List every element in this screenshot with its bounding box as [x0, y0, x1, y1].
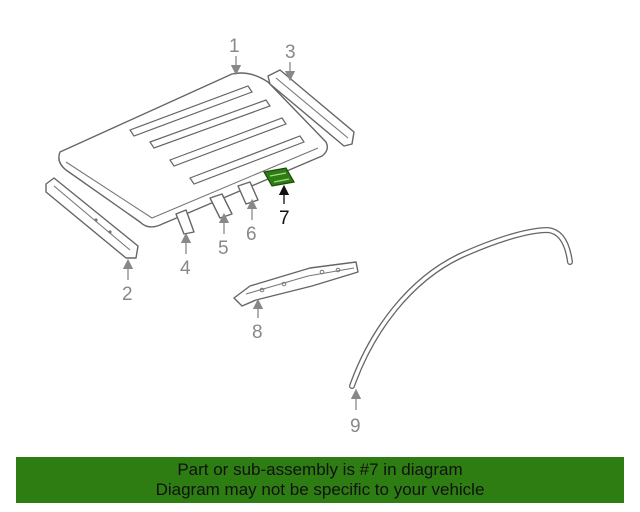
parts-diagram: 1 3 2 4 5 6 7 8 9 [45, 36, 573, 437]
weatherstrip [349, 226, 573, 389]
callout-8: 8 [252, 322, 263, 343]
callout-6: 6 [246, 224, 257, 245]
banner-line-disclaimer: Diagram may not be specific to your vehi… [155, 480, 485, 499]
callout-3: 3 [285, 42, 296, 63]
roof-panel [58, 72, 329, 228]
part-info-banner: Part or sub-assembly is #7 in diagram Di… [16, 457, 624, 503]
roof-bow-5 [209, 193, 233, 219]
reinforcement-bracket [233, 261, 359, 307]
callout-4: 4 [180, 258, 191, 279]
callout-2: 2 [122, 284, 133, 305]
callout-1: 1 [229, 36, 240, 57]
roof-bow-6 [237, 181, 259, 205]
callout-9: 9 [350, 416, 361, 437]
callout-5: 5 [218, 238, 229, 259]
callout-7: 7 [279, 208, 290, 229]
banner-line-part: Part or sub-assembly is #7 in diagram [177, 460, 463, 479]
left-roof-rail [45, 177, 139, 259]
right-roof-rail [267, 69, 355, 147]
roof-bow-4 [175, 209, 195, 235]
highlighted-part-7 [263, 167, 295, 187]
